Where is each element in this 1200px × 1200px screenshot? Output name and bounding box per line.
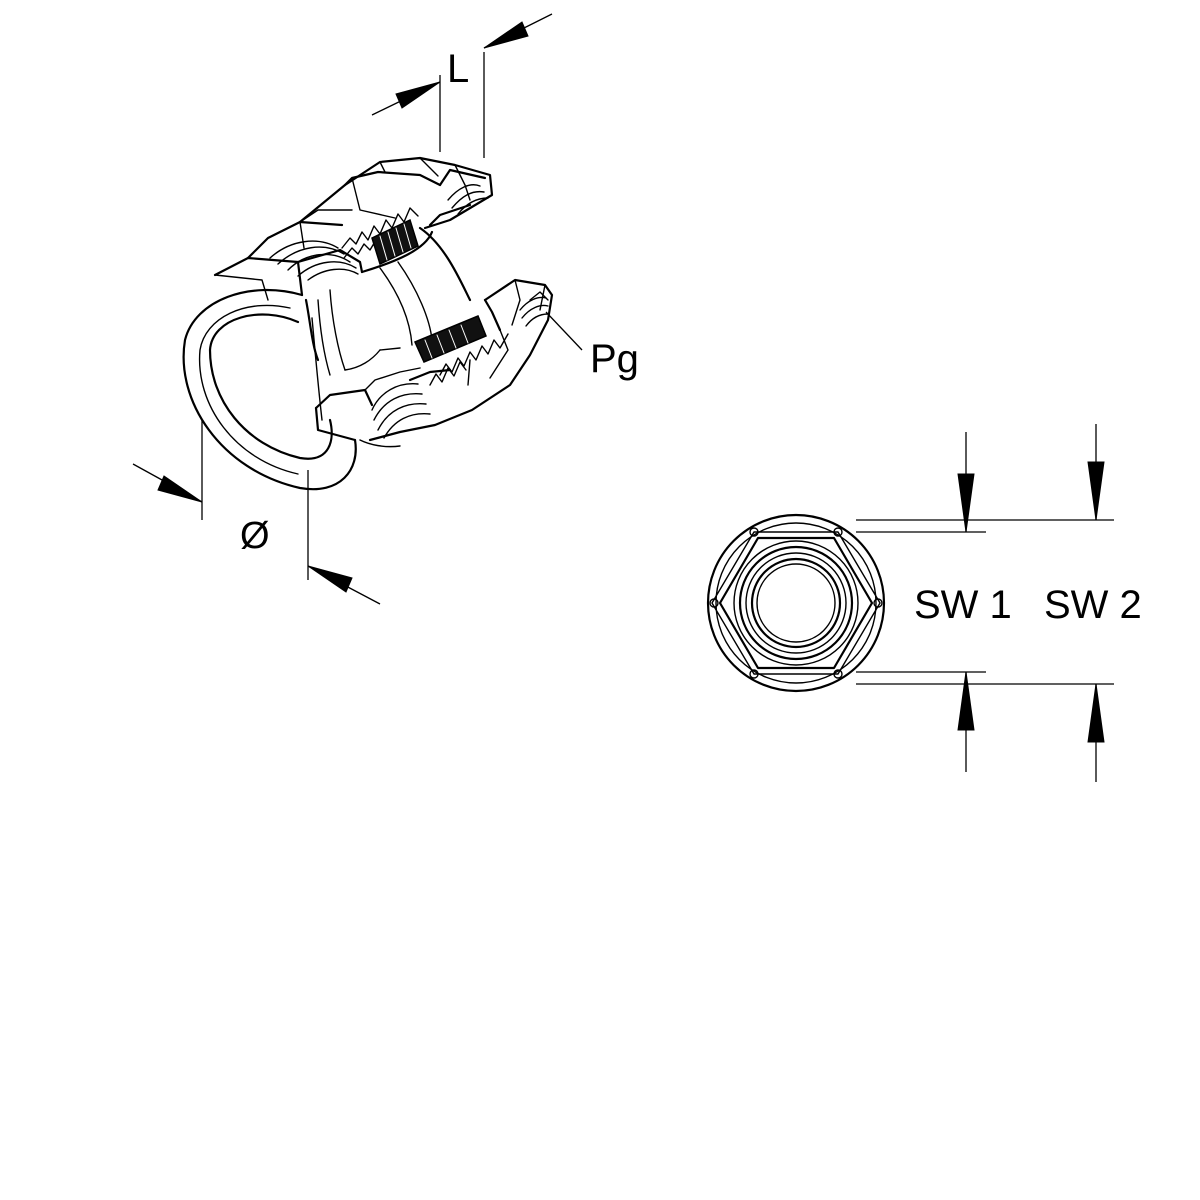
dimension-diameter: Ø xyxy=(132,420,381,605)
cutaway-view: L Pg Ø xyxy=(132,13,639,605)
end-view: SW 1 SW 2 xyxy=(706,424,1142,782)
dimension-sw2: SW 2 xyxy=(1044,424,1142,782)
dimension-sw2-label: SW 2 xyxy=(1044,583,1142,627)
dimension-sw1-label: SW 1 xyxy=(914,583,1012,627)
lower-thread-body xyxy=(314,367,452,448)
dimension-l: L xyxy=(371,13,553,158)
cap-nut-upper xyxy=(298,156,494,259)
seal-lower xyxy=(413,315,487,363)
upper-thread-left xyxy=(269,240,359,281)
seal-upper xyxy=(371,218,419,266)
inner-insert xyxy=(304,226,472,376)
dimension-diameter-label: Ø xyxy=(240,515,270,557)
dimension-pg-label: Pg xyxy=(590,337,639,381)
body-upper-hex xyxy=(213,220,364,301)
body-front-opening xyxy=(182,288,357,491)
cap-nut-lower xyxy=(368,278,554,442)
dimension-sw1: SW 1 xyxy=(914,432,1012,772)
dimension-l-label: L xyxy=(447,47,469,91)
dimension-pg: Pg xyxy=(545,311,639,381)
